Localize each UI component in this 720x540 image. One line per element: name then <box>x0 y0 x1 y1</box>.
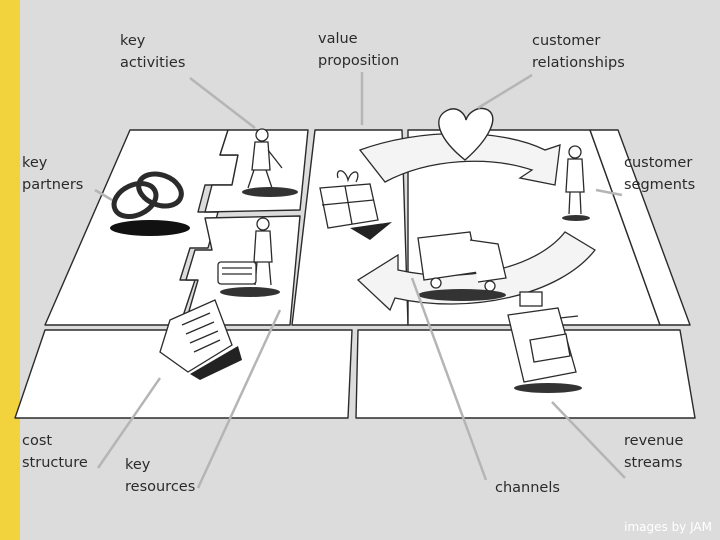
register-shadow <box>514 383 582 393</box>
gift-icon <box>319 170 379 229</box>
image-credit: images by JAM <box>624 520 712 534</box>
label-customer-segments: customer segments <box>624 155 696 193</box>
label-channels: channels <box>495 480 560 496</box>
label-customer-relationships: customer relationships <box>532 33 625 71</box>
customer-figure-icon <box>565 145 585 215</box>
resources-shadow <box>220 287 280 297</box>
heart-icon <box>438 107 494 161</box>
receipt-icon <box>159 299 233 373</box>
truck-icon <box>417 231 507 292</box>
worker-shadow <box>242 187 298 197</box>
cash-register-icon <box>507 291 579 383</box>
resources-figure-icon <box>217 217 273 286</box>
label-revenue-streams: revenue streams <box>624 433 684 471</box>
customer-shadow <box>562 215 590 221</box>
label-key-resources: key resources <box>125 457 196 495</box>
gift-shadow <box>350 222 392 240</box>
truck-shadow <box>418 289 506 301</box>
rings-shadow <box>110 220 190 236</box>
label-key-activities: key activities <box>120 33 186 71</box>
label-cost-structure: cost structure <box>22 433 88 471</box>
accent-bar <box>0 0 20 540</box>
cycle-arrow-top <box>358 132 561 186</box>
worker-figure-icon <box>247 128 283 189</box>
leader-lines <box>94 72 626 489</box>
customer-segments-block <box>589 129 691 326</box>
receipt-shadow <box>190 346 242 380</box>
rings-icon <box>111 171 184 219</box>
label-value-proposition: value proposition <box>318 31 400 69</box>
label-key-partners: key partners <box>22 155 84 193</box>
cost-structure-block <box>14 329 353 419</box>
